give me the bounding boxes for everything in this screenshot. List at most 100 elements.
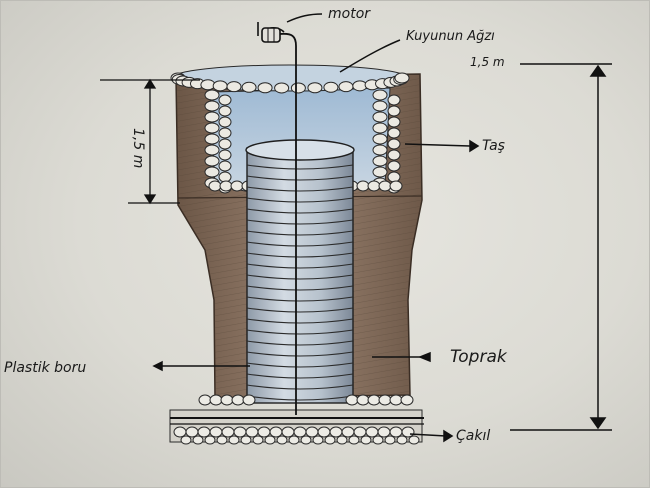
stone: [372, 133, 388, 145]
gravel-stone: [305, 426, 319, 438]
pipe-ring: [246, 307, 354, 313]
gravel-stone: [264, 435, 276, 445]
stone: [367, 180, 381, 192]
pipe-ring: [246, 263, 354, 269]
pipe-ring: [246, 164, 354, 170]
stone: [218, 94, 232, 106]
pipe-ring: [246, 274, 354, 280]
stone: [394, 72, 410, 84]
pipe-ring: [246, 384, 354, 390]
stone: [290, 82, 306, 94]
gravel-stone: [293, 426, 307, 438]
stone: [204, 144, 220, 156]
stone: [218, 116, 232, 128]
stone: [356, 180, 370, 192]
gravel-stone: [192, 435, 204, 445]
gravel-stone: [348, 435, 360, 445]
stone: [372, 144, 388, 156]
stone: [387, 116, 401, 128]
gravel-stone: [240, 435, 252, 445]
pipe-ring: [246, 395, 354, 401]
stone: [204, 122, 220, 134]
gravel-stone: [389, 394, 403, 406]
stone: [226, 81, 242, 93]
pipe-ring: [246, 175, 354, 181]
stone: [212, 80, 228, 92]
stone: [218, 149, 232, 161]
stone: [387, 171, 401, 183]
gravel-stone: [173, 426, 187, 438]
gravel-stone: [198, 394, 212, 406]
stone: [307, 82, 323, 94]
stone: [208, 180, 222, 192]
pipe-ring: [246, 373, 354, 379]
gravel-stone: [377, 426, 391, 438]
stone: [387, 160, 401, 172]
gravel-stone: [400, 394, 414, 406]
gravel-stone: [396, 435, 408, 445]
pipe-ring: [246, 208, 354, 214]
stone: [323, 81, 339, 93]
gravel-stone: [269, 426, 283, 438]
pipe-ring: [246, 230, 354, 236]
gravel-stone: [288, 435, 300, 445]
gravel-stone: [312, 435, 324, 445]
gravel-stone: [329, 426, 343, 438]
gravel-stone: [221, 426, 235, 438]
gravel-stone: [281, 426, 295, 438]
pipe-ring: [246, 186, 354, 192]
gravel-stone: [345, 394, 359, 406]
gravel-stone: [209, 426, 223, 438]
depth-dimension-left: [100, 78, 200, 205]
gravel-stone: [185, 426, 199, 438]
stone: [372, 155, 388, 167]
stone: [219, 180, 233, 192]
gravel-stone: [317, 426, 331, 438]
stone: [204, 133, 220, 145]
motor-label: motor: [328, 6, 371, 22]
pipe-ring: [246, 362, 354, 368]
gravel-stone: [378, 394, 392, 406]
soil-label: Toprak: [450, 347, 508, 367]
pipe-ring: [246, 219, 354, 225]
stone: [218, 105, 232, 117]
stone: [378, 180, 392, 192]
stone: [218, 127, 232, 139]
stone: [230, 180, 244, 192]
gravel-stone: [401, 426, 415, 438]
stone-lining: [170, 64, 410, 194]
stone: [274, 82, 290, 94]
stone: [387, 127, 401, 139]
stone: [218, 171, 232, 183]
gravel-stone: [336, 435, 348, 445]
left-depth-label: 1,5 m: [130, 128, 146, 168]
plastic-pipe-label: Plastik boru: [4, 360, 86, 376]
gravel-stone: [276, 435, 288, 445]
stone: [387, 105, 401, 117]
leader-lines: [152, 13, 480, 443]
gravel-stone: [360, 435, 372, 445]
gravel-stone: [384, 435, 396, 445]
gravel-stone: [356, 394, 370, 406]
gravel-stone: [341, 426, 355, 438]
gravel-stone: [300, 435, 312, 445]
stone: [204, 155, 220, 167]
gravel-stone: [228, 435, 240, 445]
well-mouth-label: Kuyunun Ağzı: [406, 29, 495, 44]
gravel-stone: [242, 394, 256, 406]
pipe-ring: [246, 351, 354, 357]
stone: [372, 122, 388, 134]
stone: [204, 166, 220, 178]
stone: [338, 81, 354, 93]
gravel-stone: [257, 426, 271, 438]
gravel-stone: [252, 435, 264, 445]
gravel-layer: [169, 394, 424, 445]
gravel-stone: [220, 394, 234, 406]
stone: [257, 82, 273, 94]
stone: [204, 111, 220, 123]
stone: [204, 100, 220, 112]
stone: [241, 81, 257, 93]
pipe-ring: [246, 296, 354, 302]
gravel-stone: [209, 394, 223, 406]
